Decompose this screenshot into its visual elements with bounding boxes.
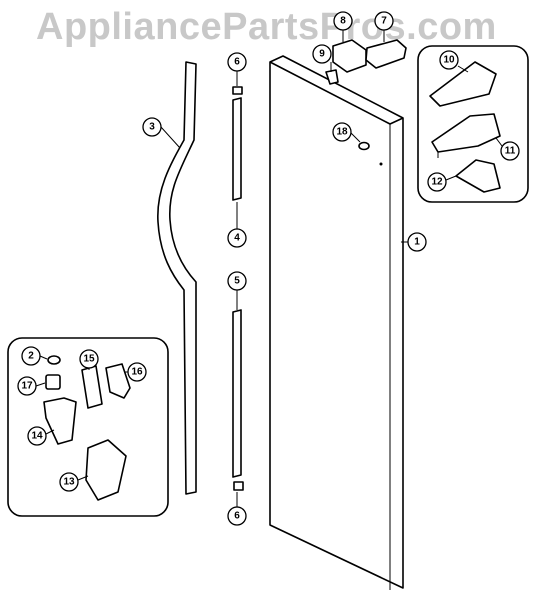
door-handle xyxy=(157,61,197,495)
callout-7: 7 xyxy=(374,11,394,31)
callout-2-label: 2 xyxy=(28,351,34,362)
cam-part xyxy=(365,39,407,69)
callout-17: 17 xyxy=(17,376,37,396)
callout-5-label: 5 xyxy=(234,276,240,287)
trim-strip-lower xyxy=(232,309,244,491)
callout-15: 15 xyxy=(79,349,99,369)
callout-7-label: 7 xyxy=(381,16,387,27)
callout-6-bottom: 6 xyxy=(227,506,247,526)
callout-13: 13 xyxy=(59,472,79,492)
callout-6-bottom-label: 6 xyxy=(234,511,240,522)
callout-6-top-label: 6 xyxy=(234,57,240,68)
door-panel xyxy=(269,55,404,590)
callout-18-label: 18 xyxy=(336,127,348,138)
callout-13-label: 13 xyxy=(63,477,75,488)
callout-16: 16 xyxy=(127,362,147,382)
screw-part xyxy=(325,69,339,85)
callout-3: 3 xyxy=(142,117,162,137)
callout-15-label: 15 xyxy=(83,354,95,365)
callout-14: 14 xyxy=(27,426,47,446)
callout-9: 9 xyxy=(312,44,332,64)
callout-4-label: 4 xyxy=(234,233,240,244)
callout-11-label: 11 xyxy=(505,146,516,157)
watermark: AppliancePartsPros.com xyxy=(36,6,497,48)
callout-11: 11 xyxy=(500,141,520,161)
callout-12-label: 12 xyxy=(431,177,443,188)
callout-1: 1 xyxy=(407,232,427,252)
callout-2: 2 xyxy=(21,346,41,366)
callout-3-label: 3 xyxy=(149,122,155,133)
door-screw-part xyxy=(358,141,370,151)
callout-12: 12 xyxy=(427,172,447,192)
callout-9-label: 9 xyxy=(319,49,325,60)
callout-10-label: 10 xyxy=(443,55,455,66)
upper-hinge-inset xyxy=(417,45,529,203)
callout-5: 5 xyxy=(227,271,247,291)
callout-6-top: 6 xyxy=(227,52,247,72)
callout-4: 4 xyxy=(227,228,247,248)
callout-16-label: 16 xyxy=(131,367,143,378)
cam-housing-part xyxy=(332,39,367,73)
callout-18: 18 xyxy=(332,122,352,142)
callout-1-label: 1 xyxy=(414,237,420,248)
callout-10: 10 xyxy=(439,50,459,70)
callout-14-label: 14 xyxy=(31,431,43,442)
callout-8-label: 8 xyxy=(340,16,346,27)
callout-8: 8 xyxy=(333,11,353,31)
callout-17-label: 17 xyxy=(21,381,33,392)
trim-strip-upper xyxy=(232,86,243,201)
